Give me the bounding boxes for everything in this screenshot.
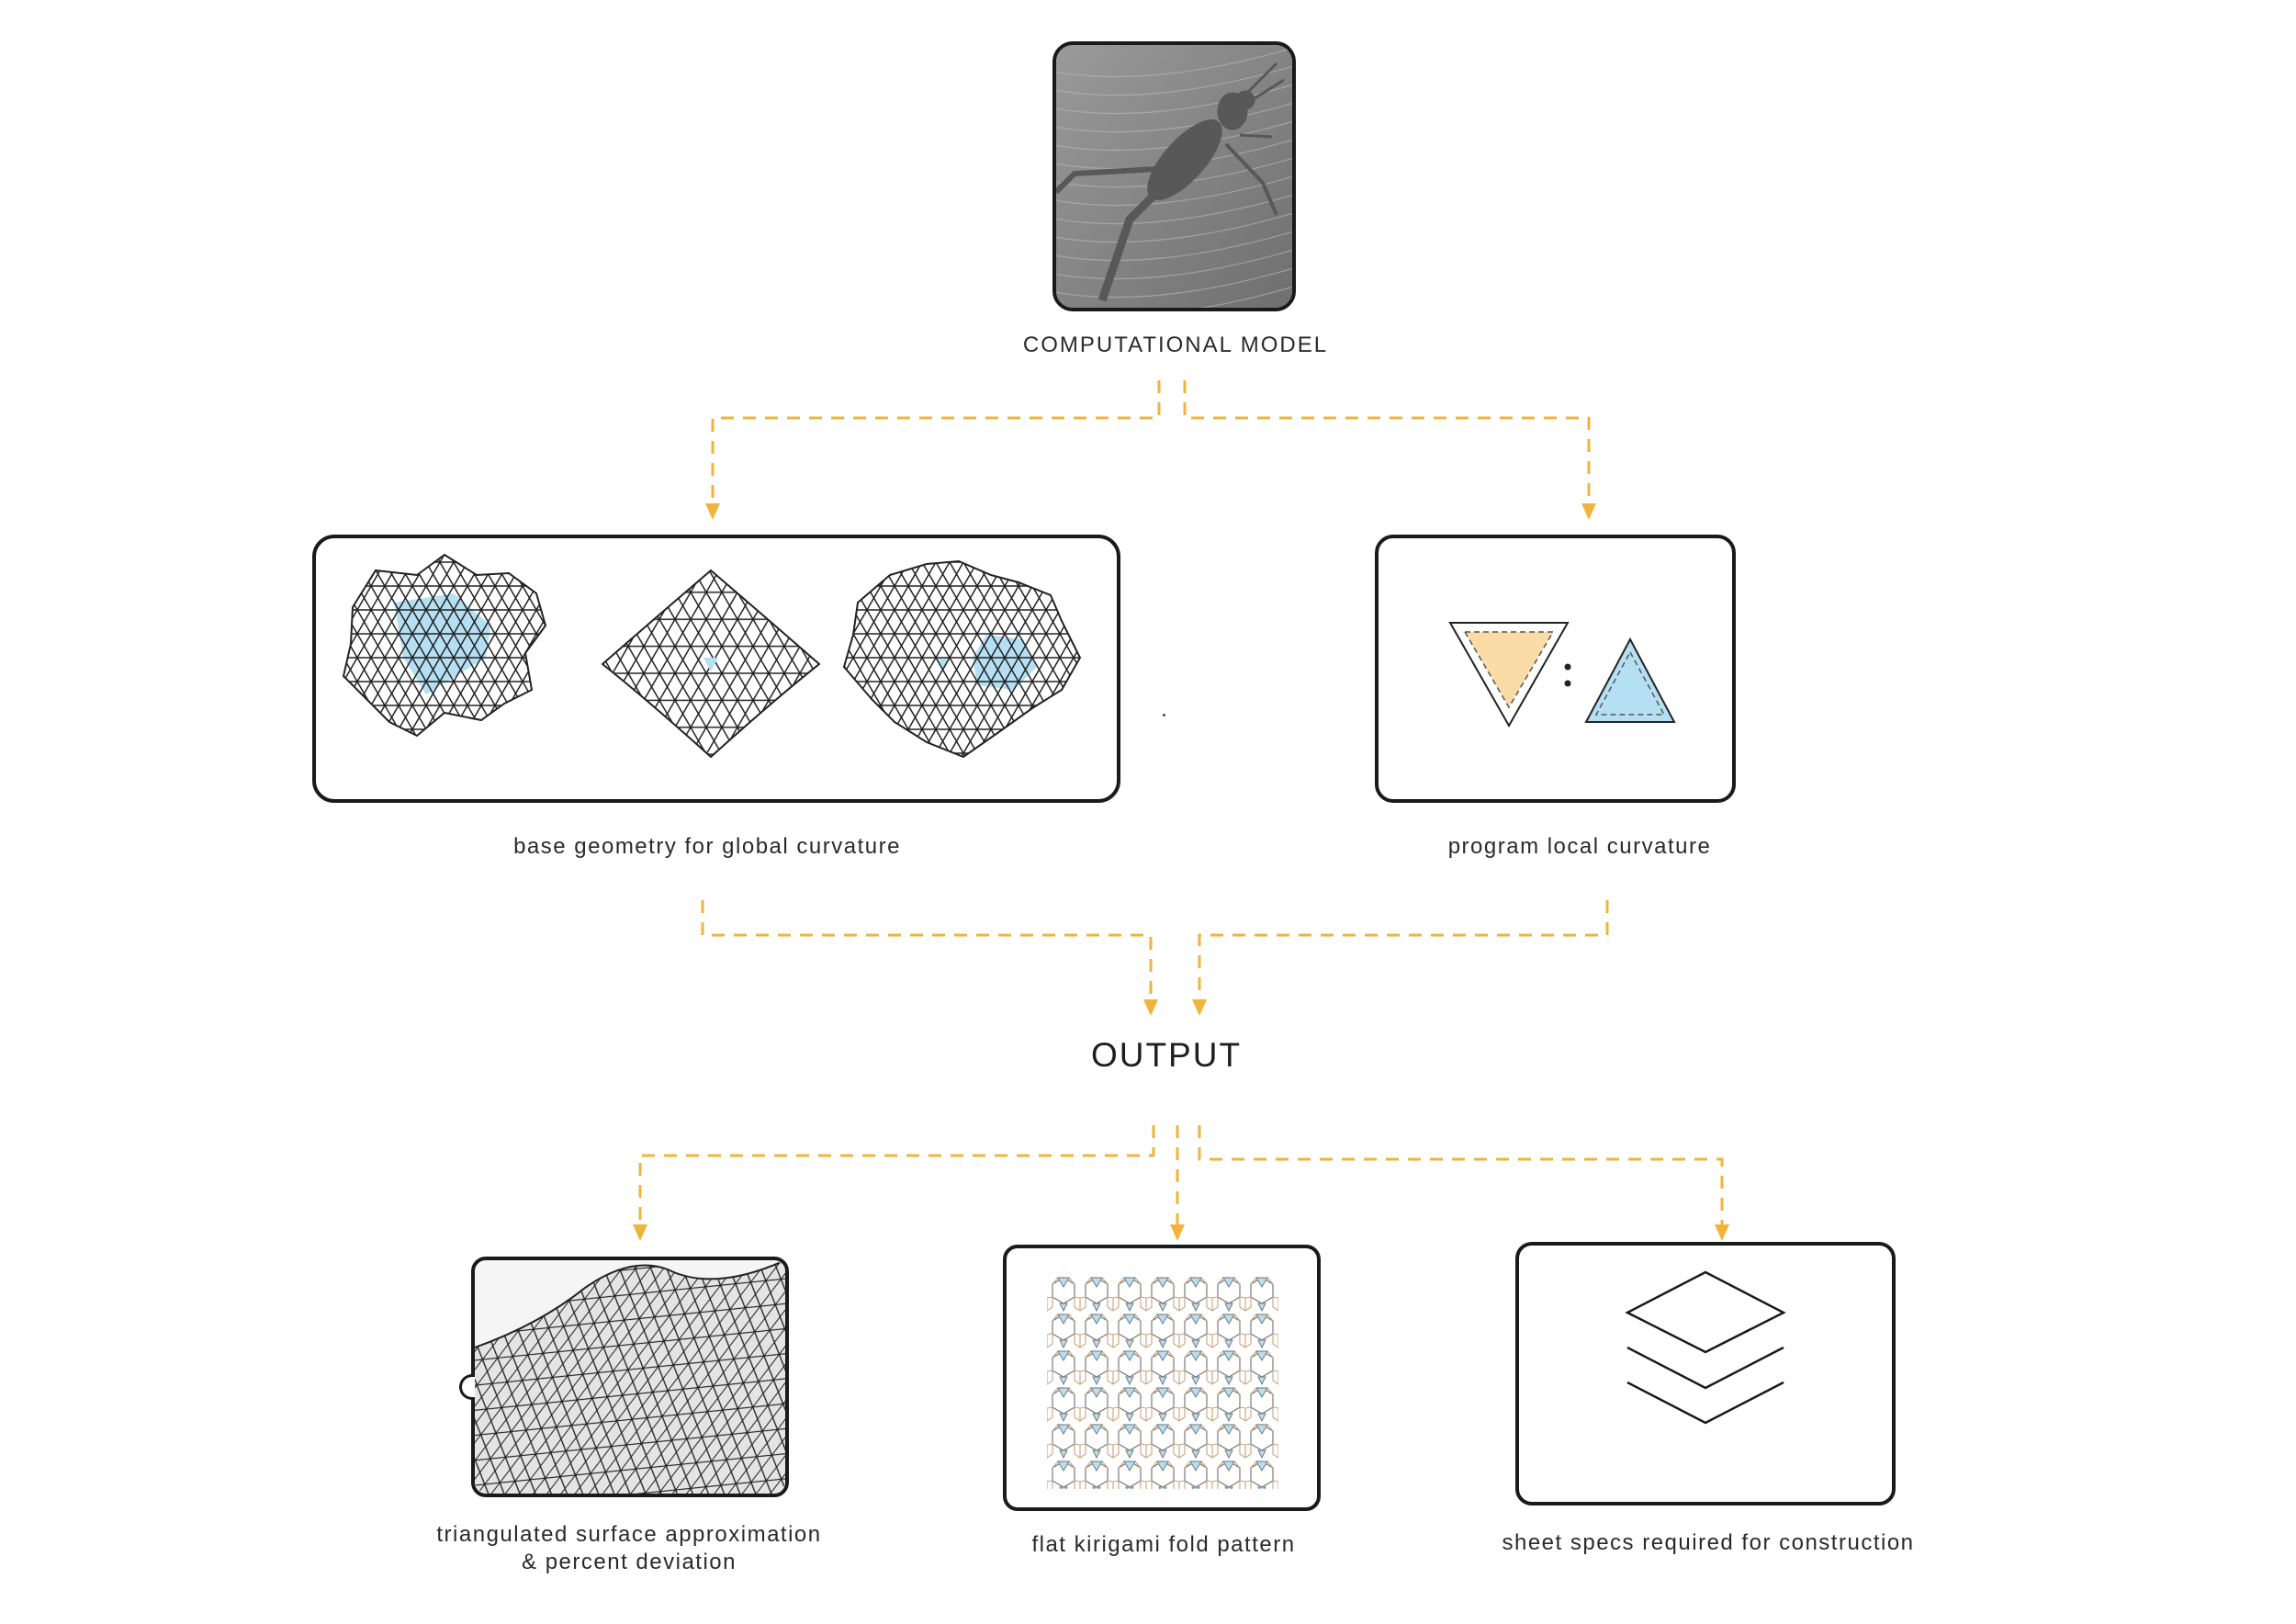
local-curvature-panel <box>1375 535 1736 803</box>
fold-pattern-label: flat kirigami fold pattern <box>1031 1532 1296 1557</box>
mesh-diamond <box>602 570 819 757</box>
arrowhead <box>705 503 720 520</box>
surface-panel <box>459 1257 789 1497</box>
arrowhead <box>1143 999 1158 1016</box>
surface-label: triangulated surface approximation & per… <box>436 1522 822 1574</box>
fold-pattern-panel <box>1003 1245 1321 1511</box>
arrow-model-to-local <box>1183 380 1591 503</box>
computational-model-label: COMPUTATIONAL MODEL <box>1022 333 1329 357</box>
curvature-triangles-icon <box>1448 622 1676 728</box>
mesh-composite <box>844 561 1080 757</box>
output-title: OUTPUT <box>1090 1036 1243 1074</box>
arrow-output-to-surface <box>638 1125 1155 1224</box>
computational-model-panel <box>1052 41 1296 311</box>
kirigami-pattern-image <box>1047 1276 1278 1489</box>
base-geometry-meshes <box>342 553 1082 759</box>
base-geometry-label: base geometry for global curvature <box>513 834 901 859</box>
base-geometry-panel <box>312 535 1120 803</box>
triangulated-surface-image <box>475 1260 785 1494</box>
sheet-specs-label: sheet specs required for construction <box>1502 1530 1915 1555</box>
local-curvature-label: program local curvature <box>1447 834 1712 859</box>
surface-notch <box>459 1374 475 1400</box>
arrow-local-to-output <box>1198 900 1609 999</box>
arrow-model-to-base <box>711 380 1161 503</box>
stray-dot <box>1163 714 1165 716</box>
sheet-specs-panel <box>1515 1242 1896 1506</box>
layers-icon <box>1625 1270 1786 1425</box>
grasshopper-logo-icon <box>1056 45 1292 308</box>
arrowhead <box>633 1224 647 1241</box>
mesh-irregular <box>343 555 546 736</box>
arrowhead <box>1170 1224 1185 1241</box>
arrowhead <box>1192 999 1207 1016</box>
arrowhead <box>1581 503 1596 520</box>
arrow-output-to-sheet <box>1198 1125 1724 1224</box>
arrowhead <box>1715 1224 1729 1241</box>
arrow-base-to-output <box>701 900 1153 999</box>
